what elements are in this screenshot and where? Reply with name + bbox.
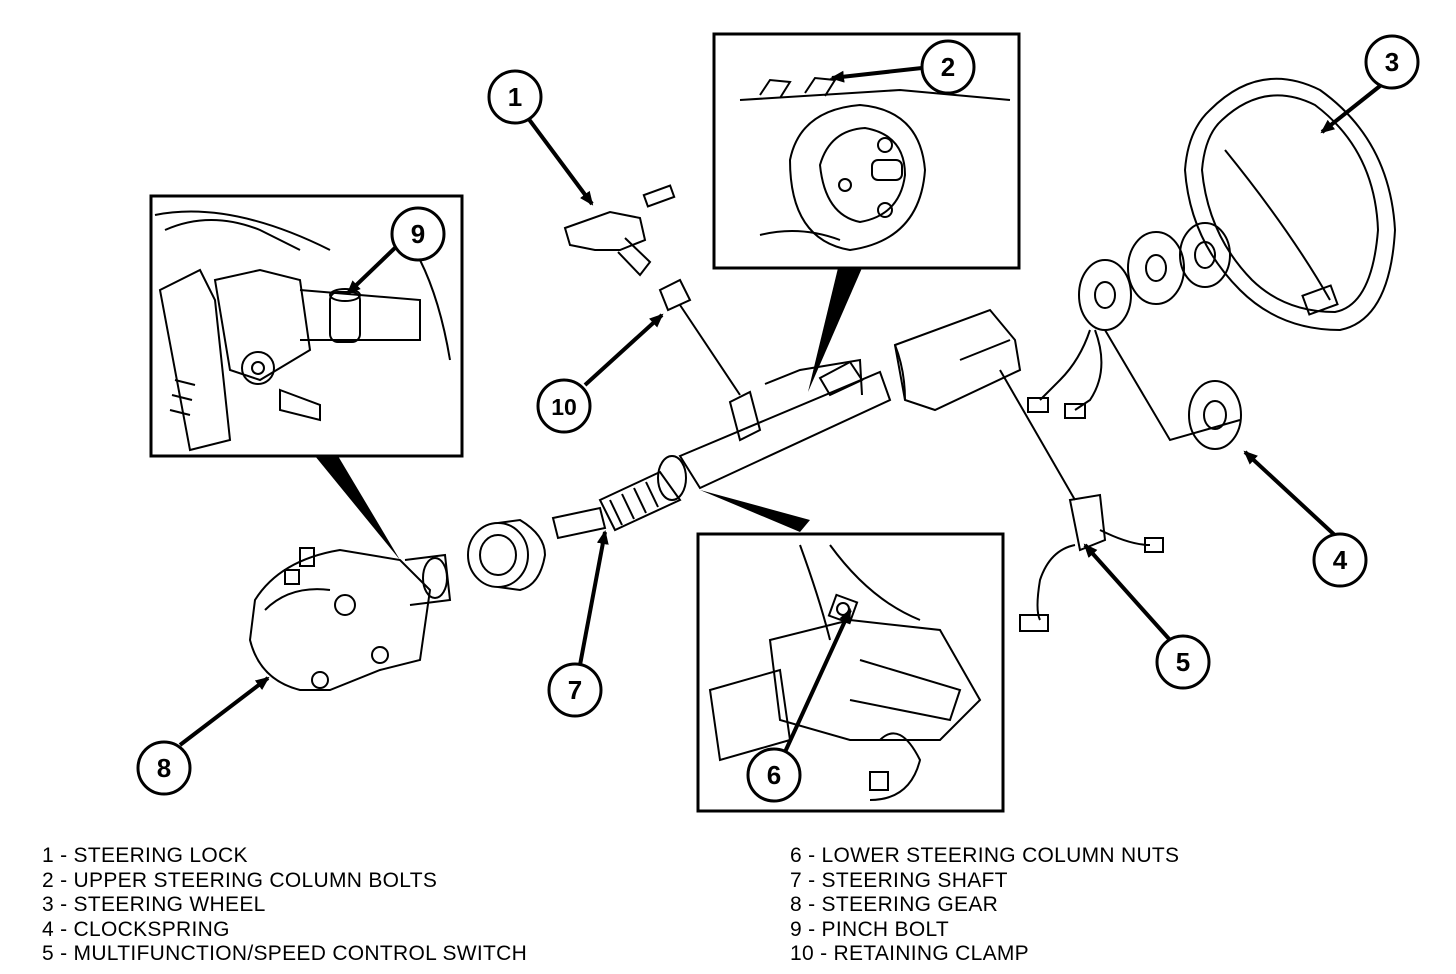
callout-8: 8 — [136, 740, 192, 796]
arrow-8 — [178, 676, 270, 747]
arrow-6 — [783, 608, 852, 753]
steering-column-exploded-diagram: 1 2 3 4 5 6 7 8 9 10 — [136, 32, 1420, 813]
leader-arrows — [178, 66, 1387, 753]
arrow-7 — [578, 530, 609, 666]
callout-7: 7 — [547, 662, 603, 718]
inset-pinch-bolt — [149, 194, 464, 458]
callout-2: 2 — [920, 39, 976, 95]
steering-boot — [467, 518, 547, 592]
callout-3-number: 3 — [1385, 47, 1399, 77]
clockspring-drawing — [1027, 222, 1242, 450]
callout-4: 4 — [1312, 532, 1368, 588]
callout-10: 10 — [536, 378, 592, 434]
legend-item: 8 - STEERING GEAR — [790, 893, 999, 916]
callout-1-number: 1 — [508, 82, 522, 112]
steering-lock-drawing — [563, 184, 741, 396]
legend-right-column: 6 - LOWER STEERING COLUMN NUTS 7 - STEER… — [790, 844, 1179, 967]
callout-9: 9 — [390, 206, 446, 262]
callout-6-number: 6 — [767, 760, 781, 790]
callout-10-number: 10 — [551, 394, 577, 420]
steering-gear — [248, 547, 452, 691]
arrow-9 — [346, 243, 400, 295]
steering-shaft-drawing — [551, 455, 687, 540]
steering-column-tube — [678, 358, 892, 490]
legend-item: 7 - STEERING SHAFT — [790, 868, 1008, 892]
column-shroud — [893, 308, 1022, 412]
callout-5: 5 — [1155, 634, 1211, 690]
callout-6: 6 — [746, 747, 802, 803]
legend-left-column: 1 - STEERING LOCK 2 - UPPER STEERING COL… — [42, 844, 527, 967]
callout-9-number: 9 — [411, 219, 425, 249]
arrow-3 — [1320, 80, 1387, 134]
inset-pointer-6 — [700, 490, 810, 532]
legend-item: 9 - PINCH BOLT — [790, 917, 950, 941]
legend-item: 2 - UPPER STEERING COLUMN BOLTS — [42, 868, 438, 892]
legend-item: 1 - STEERING LOCK — [42, 844, 248, 867]
callout-7-number: 7 — [568, 675, 582, 705]
inset-lower-nuts — [696, 532, 1005, 813]
multifunction-switch-drawing — [999, 369, 1164, 632]
legend-item: 5 - MULTIFUNCTION/SPEED CONTROL SWITCH — [42, 942, 528, 965]
arrow-5 — [1083, 543, 1172, 642]
legend-item: 3 - STEERING WHEEL — [42, 893, 266, 916]
callout-3: 3 — [1364, 34, 1420, 90]
callout-2-number: 2 — [941, 52, 955, 82]
steering-wheel-drawing — [1183, 77, 1397, 332]
arrow-4 — [1243, 450, 1342, 542]
callout-8-number: 8 — [157, 753, 171, 783]
inset-upper-column-bolts — [712, 32, 1021, 270]
arrow-1 — [526, 116, 594, 206]
callout-1: 1 — [487, 69, 543, 125]
legend-item: 6 - LOWER STEERING COLUMN NUTS — [790, 844, 1180, 867]
callout-5-number: 5 — [1176, 647, 1190, 677]
callout-4-number: 4 — [1333, 545, 1348, 575]
legend-item: 10 - RETAINING CLAMP — [790, 942, 1029, 965]
arrow-10 — [583, 313, 664, 387]
arrow-2 — [830, 66, 923, 83]
legend-item: 4 - CLOCKSPRING — [42, 917, 230, 941]
inset-pointer-2 — [808, 268, 862, 392]
inset-pointer-9 — [315, 456, 400, 560]
